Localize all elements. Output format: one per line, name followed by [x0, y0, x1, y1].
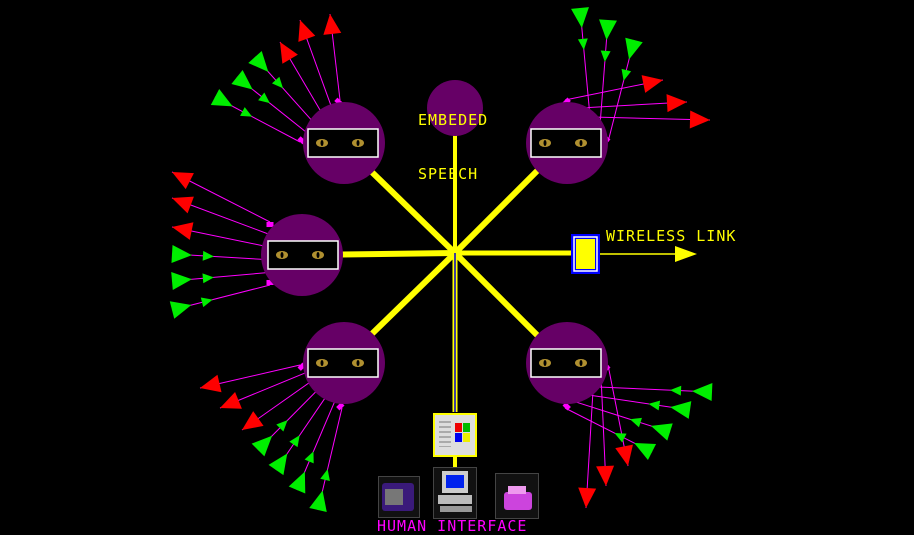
port-marker-bottom-left: [297, 362, 306, 371]
inbound-mid-arrow-top-right: [621, 68, 632, 81]
outbound-arrow-bottom-left: [242, 411, 264, 430]
inbound-arrow-bottom-right: [670, 401, 692, 419]
embedded-speech-label: EMBEDED SPEECH: [418, 75, 488, 201]
inbound-arrow-left: [171, 272, 192, 290]
inbound-arrow-top-right: [599, 19, 617, 40]
windows-logo-icon[interactable]: [433, 413, 477, 457]
monitor-icon[interactable]: [378, 476, 420, 518]
inbound-mid-arrow-top-right: [600, 50, 611, 62]
computer-icon[interactable]: [433, 467, 477, 519]
outbound-arrow-bottom-left: [200, 374, 222, 393]
outbound-arrow-left: [172, 172, 194, 190]
wireless-link-arrow-icon: [675, 246, 697, 262]
inbound-arrow-bottom-left: [288, 471, 306, 494]
pupil-icon: [543, 360, 547, 366]
outbound-arrow-bottom-right: [615, 444, 633, 466]
embedded-speech-label-line1: EMBEDED: [418, 111, 489, 129]
pupil-icon: [356, 140, 360, 146]
link-line-bottom-right: [586, 386, 713, 393]
inbound-arrow-top-left: [248, 50, 269, 72]
outbound-arrow-bottom-right: [596, 465, 615, 486]
outbound-arrow-top-left: [323, 14, 342, 35]
inbound-arrow-bottom-left: [268, 453, 288, 476]
inbound-arrow-bottom-right: [650, 423, 673, 441]
node-embedded-speech: [427, 80, 483, 136]
inbound-arrow-left: [171, 245, 192, 263]
inbound-mid-arrow-left: [200, 297, 213, 308]
inbound-arrow-bottom-right: [634, 442, 657, 461]
inbound-mid-arrow-left: [202, 273, 214, 284]
wireless-transmitter-body: [576, 239, 595, 269]
outbound-arrow-left: [172, 222, 194, 240]
outbound-arrow-top-right: [666, 94, 687, 113]
inbound-mid-arrow-bottom-left: [289, 435, 300, 448]
outbound-arrow-top-left: [280, 42, 298, 64]
inbound-mid-arrow-bottom-left: [320, 469, 330, 481]
pupil-icon: [320, 360, 324, 366]
inbound-arrow-top-right: [625, 37, 643, 60]
printer-icon[interactable]: [495, 473, 539, 519]
inbound-arrow-bottom-left: [309, 490, 327, 513]
outbound-arrow-bottom-right: [578, 487, 597, 508]
port-marker-bottom-right: [562, 402, 571, 411]
pupil-icon: [356, 360, 360, 366]
inbound-mid-arrow-bottom-right: [614, 433, 627, 443]
pupil-icon: [579, 140, 583, 146]
inbound-arrow-left: [169, 301, 192, 319]
inbound-mid-arrow-top-left: [240, 107, 253, 117]
outbound-arrow-top-right: [689, 110, 710, 129]
port-marker-top-left: [297, 136, 306, 145]
inbound-mid-arrow-top-right: [577, 38, 588, 50]
pupil-icon: [280, 252, 284, 258]
inbound-mid-arrow-bottom-left: [304, 451, 314, 464]
pupil-icon: [543, 140, 547, 146]
wireless-transmitter-frame: [573, 236, 598, 272]
inbound-mid-arrow-top-left: [258, 92, 270, 104]
wireless-link-label: WIRELESS LINK: [606, 227, 737, 245]
inbound-mid-arrow-left: [202, 250, 214, 261]
inbound-mid-arrow-bottom-right: [670, 385, 682, 396]
inbound-mid-arrow-bottom-left: [276, 420, 288, 432]
inbound-mid-arrow-top-left: [271, 76, 284, 89]
link-line-bottom-right: [585, 379, 595, 509]
port-marker-bottom-left: [336, 402, 345, 411]
outbound-arrow-top-right: [641, 75, 663, 93]
inbound-arrow-bottom-left: [251, 435, 273, 457]
pupil-icon: [316, 252, 320, 258]
inbound-arrow-bottom-right: [692, 383, 713, 401]
inbound-arrow-top-right: [571, 7, 589, 28]
human-interface-label: HUMAN INTERFACE: [377, 517, 528, 535]
inbound-arrow-top-left: [231, 69, 253, 90]
inbound-arrow-top-left: [210, 89, 233, 107]
link-line-top-right: [582, 116, 711, 121]
embedded-speech-label-line2: SPEECH: [418, 165, 479, 183]
inbound-mid-arrow-bottom-right: [629, 417, 642, 428]
outbound-arrow-top-left: [298, 20, 316, 42]
pupil-icon: [579, 360, 583, 366]
outbound-arrow-left: [172, 196, 194, 214]
pupil-icon: [320, 140, 324, 146]
inbound-mid-arrow-bottom-right: [648, 400, 661, 411]
outbound-arrow-bottom-left: [220, 392, 242, 409]
